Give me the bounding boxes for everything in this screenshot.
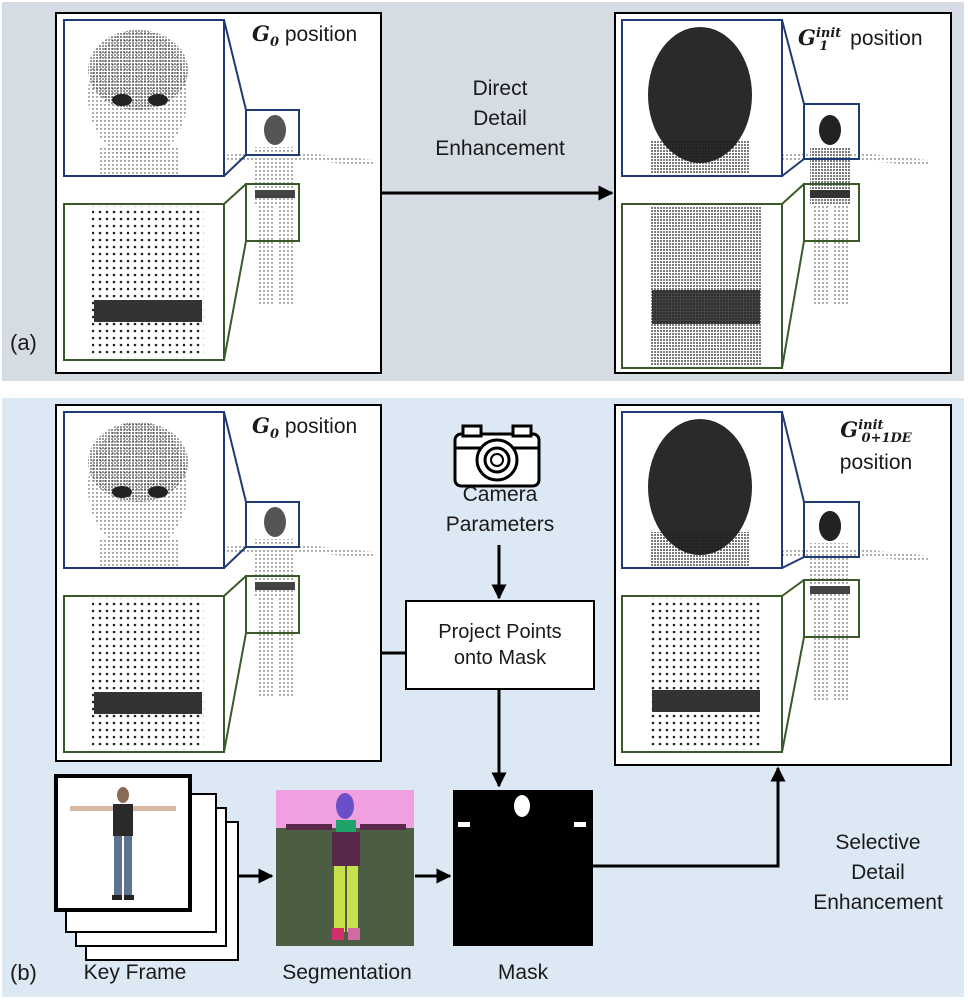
- panel-a-g1init-pointcloud: [621, 19, 930, 369]
- panel-b-letter: (b): [10, 960, 37, 985]
- panel-a-g0-label: G0 position: [252, 21, 358, 51]
- key-frame-stack: [54, 774, 239, 961]
- mask-to-output-arrow: [593, 766, 786, 868]
- camera-icon: [453, 424, 541, 488]
- g-symbol: G: [252, 413, 270, 438]
- panel-b-g0-label: G0 position: [252, 413, 358, 443]
- selective-detail-enhancement-label: Selective Detail Enhancement: [813, 831, 943, 914]
- segmentation-image: [276, 790, 414, 946]
- panel-a-g0-pointcloud: [63, 19, 375, 361]
- g-symbol: G: [252, 21, 270, 46]
- mask-image: [453, 790, 593, 946]
- mask-label: Mask: [497, 961, 549, 984]
- g-symbol: G: [840, 417, 859, 442]
- direct-detail-enhancement-label: Direct Detail Enhancement: [435, 77, 565, 160]
- project-points-box: Project Points onto Mask: [405, 600, 595, 690]
- panel-a-g1init-label: Ginit1 position: [798, 25, 923, 55]
- panel-a-letter: (a): [10, 330, 37, 355]
- camera-parameters-label: Camera Parameters: [445, 483, 555, 536]
- key-frame-character: [70, 787, 176, 900]
- panel-b-g01de-label: Ginit0+1DE position: [839, 417, 913, 475]
- panel-b-g0-pointcloud: [63, 411, 375, 753]
- segmentation-label: Segmentation: [282, 961, 412, 984]
- panel-b-g01de-pointcloud: [621, 411, 930, 753]
- key-frame-label: Key Frame: [83, 961, 187, 984]
- g-symbol: G: [798, 25, 816, 50]
